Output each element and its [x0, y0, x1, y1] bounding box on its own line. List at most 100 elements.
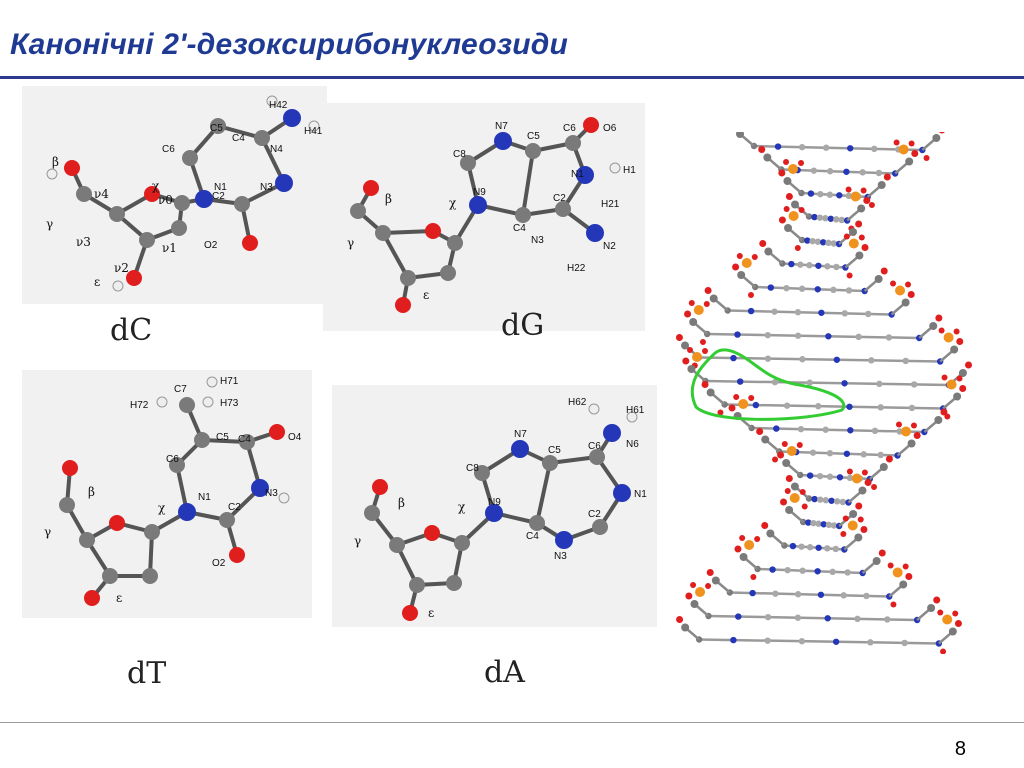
sugar-atom: [858, 486, 867, 495]
molecule-name-dt: dT: [127, 656, 167, 691]
base-atom: [815, 544, 822, 551]
atom-label: C8: [466, 463, 479, 474]
base-atom: [819, 239, 827, 246]
phosphorus-atom: [895, 285, 906, 296]
torsion-label: γ: [354, 534, 361, 548]
sugar-atom: [877, 181, 886, 189]
oxygen-atom: [756, 428, 764, 435]
oxygen-atom: [785, 475, 793, 482]
sugar-atom: [790, 200, 799, 209]
base-atom: [809, 449, 817, 456]
base-atom: [817, 496, 824, 503]
atom-label: H1: [623, 165, 636, 176]
atom-label: C7: [174, 384, 187, 395]
sugar-atom: [689, 318, 698, 326]
base-atom: [798, 638, 806, 645]
base-atom: [752, 401, 760, 409]
base-atom: [810, 167, 818, 174]
atom-label: N3: [260, 182, 273, 193]
oxygen-atom: [780, 498, 788, 506]
base-atom: [836, 192, 843, 199]
base-atom: [839, 498, 847, 506]
base-pair-bond: [751, 426, 925, 434]
base-atom: [822, 144, 830, 151]
phosphorus-atom: [693, 305, 704, 315]
base-atom: [910, 381, 918, 388]
oxygen-atom: [690, 582, 697, 588]
base-atom: [871, 427, 879, 435]
base-atom: [875, 169, 883, 177]
base-atom: [836, 474, 844, 481]
base-atom: [825, 521, 833, 529]
atom-label: C2: [588, 509, 601, 520]
base-atom: [764, 355, 772, 362]
oxygen-atom: [902, 563, 909, 570]
oxygen-atom: [887, 562, 894, 569]
oxygen-atom: [868, 202, 875, 208]
sugar-atom: [763, 153, 772, 162]
sugar-atom: [764, 247, 773, 256]
base-atom: [811, 495, 818, 503]
torsion-label: ε: [116, 591, 122, 605]
oxygen-atom: [907, 291, 915, 298]
sugar-atom: [736, 132, 744, 138]
sugar-atom: [932, 134, 941, 142]
oxygen-atom: [890, 601, 897, 608]
oxygen-atom: [863, 197, 871, 204]
base-atom: [797, 425, 805, 433]
base-atom: [805, 519, 812, 526]
atom-label: N1: [634, 489, 647, 500]
oxygen-atom: [860, 187, 867, 194]
base-atom: [868, 357, 875, 364]
base-atom: [845, 192, 852, 200]
oxygen-atom: [893, 139, 900, 146]
base-atom: [865, 310, 872, 318]
atom-label: N1: [571, 169, 584, 180]
base-atom: [840, 592, 847, 599]
oxygen-atom: [956, 338, 964, 345]
atom-label: N3: [265, 488, 278, 499]
atom-label: N3: [554, 551, 567, 562]
phosphorus-atom: [848, 238, 859, 249]
oxygen-atom: [704, 287, 712, 294]
torsion-label: χ: [458, 500, 466, 514]
atom-label: C4: [526, 531, 539, 542]
base-atom: [833, 216, 840, 223]
oxygen-atom: [702, 348, 709, 354]
sugar-atom: [711, 576, 720, 585]
molecule-dt-panel: C7 H71 H72 H73 C5 C4 O4 C6 N1 N3 C2 O2 β…: [22, 370, 312, 618]
base-atom: [774, 143, 782, 150]
phosphorus-atom: [788, 211, 799, 221]
base-atom: [828, 497, 835, 504]
sugar-atom: [790, 482, 799, 491]
oxygen-atom: [685, 592, 693, 600]
oxygen-atom: [796, 442, 803, 448]
oxygen-atom: [890, 280, 897, 287]
oxygen-atom: [855, 220, 863, 228]
base-atom: [789, 542, 797, 550]
sugar-atom: [709, 294, 718, 303]
base-atom: [807, 190, 815, 197]
base-atom: [825, 239, 832, 247]
base-pair-bond: [705, 379, 949, 387]
base-atom: [818, 309, 825, 316]
base-atom: [855, 333, 862, 341]
base-atom: [814, 568, 821, 575]
phosphorus-atom: [744, 540, 755, 550]
base-atom: [854, 615, 861, 623]
footer-divider: [0, 722, 1024, 723]
sugar-atom: [766, 529, 775, 538]
atom-label: O2: [204, 240, 218, 251]
oxygen-atom: [736, 253, 743, 259]
oxygen-atom: [783, 159, 790, 165]
atom-label: H72: [130, 400, 149, 411]
oxygen-atom: [905, 573, 913, 580]
base-atom: [884, 616, 891, 623]
sugar-atom: [706, 388, 715, 397]
oxygen-atom: [843, 233, 850, 240]
atom-label: C4: [513, 223, 526, 234]
oxygen-atom: [952, 610, 959, 617]
base-atom: [841, 310, 848, 317]
oxygen-atom: [885, 455, 893, 463]
oxygen-atom: [846, 272, 853, 279]
